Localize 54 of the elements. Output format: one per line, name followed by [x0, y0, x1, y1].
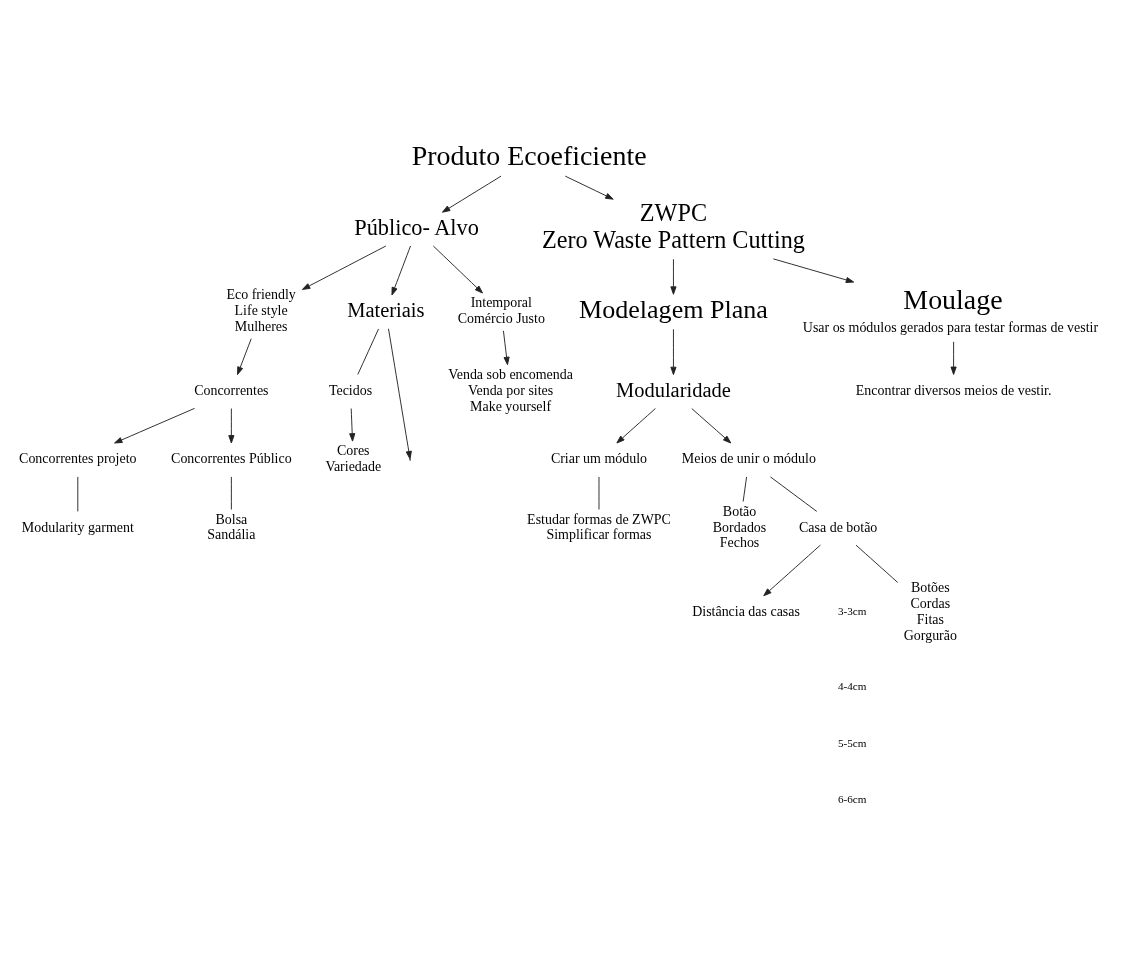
node-text: Modelagem Plana	[579, 294, 768, 324]
arrow	[237, 337, 252, 375]
node-text: Criar um módulo	[550, 450, 648, 466]
arrow	[691, 407, 732, 443]
node-text: ZWPC Zero Waste Pattern Cutting	[541, 198, 805, 253]
arrow	[441, 175, 502, 213]
connector	[742, 475, 748, 502]
label: 5-5cm	[837, 736, 867, 749]
arrow	[670, 258, 677, 295]
node-text: Distância das casas	[692, 603, 800, 619]
node-text: Tecidos	[328, 382, 373, 398]
arrow	[763, 544, 821, 596]
node-text: Concorrentes projeto	[19, 450, 137, 466]
connector	[230, 475, 232, 510]
arrow	[772, 257, 855, 283]
node-text: Venda sob encomenda Venda por sites Make yourself	[448, 366, 573, 414]
node-text: Modularity garment	[21, 519, 134, 535]
node-text: Bolsa Sandália	[207, 511, 256, 542]
node-text: Botões Cordas Fitas Gorgurão	[903, 579, 957, 643]
node-text: Público- Alvo	[354, 214, 479, 240]
arrow	[502, 329, 510, 365]
node-text: Modularidade	[616, 378, 731, 401]
label: 3-3cm	[837, 604, 867, 617]
node-text: Intemporal Comércio Justo	[457, 294, 545, 326]
node-text: Concorrentes	[194, 382, 269, 398]
arrow	[950, 340, 957, 375]
arrow	[114, 407, 196, 443]
node-text: Concorrentes Público	[171, 450, 292, 466]
arrow	[432, 245, 483, 293]
node-text: Cores Variedade	[325, 442, 382, 474]
node-text: Eco friendly Life style Mulheres	[226, 286, 296, 334]
node-text: Casa de botão	[799, 519, 878, 535]
arrow	[670, 328, 677, 375]
arrow	[349, 407, 356, 442]
arrow	[301, 245, 387, 290]
node-text: Estudar formas de ZWPC Simplificar formas	[527, 511, 671, 542]
arrow	[228, 407, 235, 443]
node-text: Botão Bordados Fechos	[712, 503, 767, 550]
connector	[357, 327, 379, 375]
node-text: Meios de unir o módulo	[681, 450, 816, 466]
arrow	[564, 175, 614, 200]
node-text: Produto Ecoeficiente	[411, 139, 647, 171]
arrow	[388, 327, 412, 459]
connector	[77, 475, 79, 512]
node-text: Materiais	[347, 298, 425, 321]
arrow	[391, 245, 411, 295]
node-label: Usar os módulos gerados para testar formas de vestir	[802, 319, 1099, 335]
label: 4-4cm	[837, 679, 867, 692]
label: 6-6cm	[837, 792, 867, 805]
arrow	[616, 407, 656, 443]
node-text: Encontrar diversos meios de vestir.	[855, 382, 1052, 398]
node-text: Moulage	[903, 283, 1003, 315]
connector	[855, 544, 899, 583]
connector	[770, 475, 818, 512]
